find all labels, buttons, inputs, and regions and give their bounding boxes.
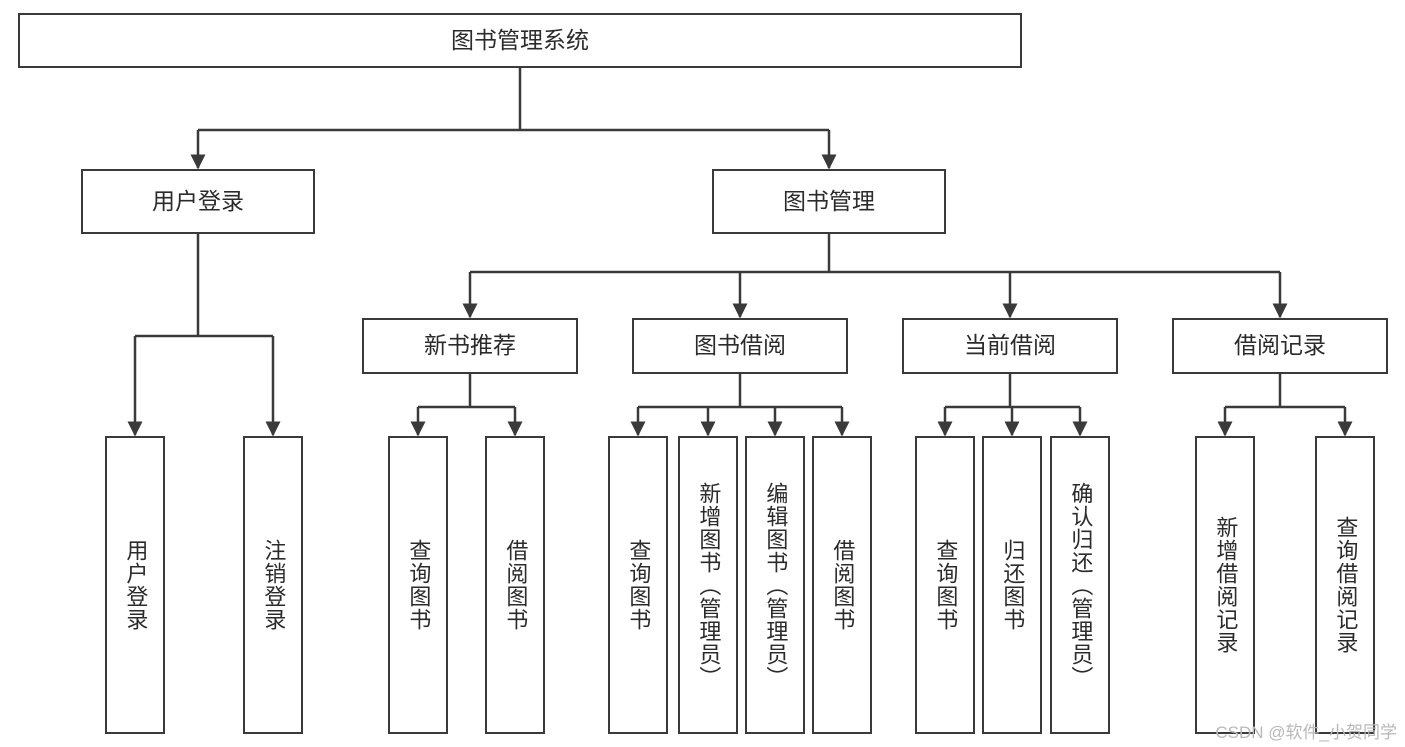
node-level2-1[interactable]: 图书管理	[712, 169, 946, 234]
node-leaf-4[interactable]: 查询图书	[608, 436, 668, 734]
node-leaf-10[interactable]: 确认归还（管理员）	[1050, 436, 1110, 734]
node-leaf-6[interactable]: 编辑图书（管理员）	[745, 436, 805, 734]
node-leaf-3[interactable]: 借阅图书	[485, 436, 545, 734]
node-label: 借阅图书	[830, 539, 856, 631]
node-label: 借阅记录	[1234, 332, 1326, 359]
node-label: 查询图书	[406, 539, 432, 631]
node-level3-0[interactable]: 新书推荐	[362, 318, 578, 374]
node-label: 新增借阅记录	[1213, 516, 1239, 654]
node-label: 编辑图书（管理员）	[763, 481, 789, 689]
node-level3-2[interactable]: 当前借阅	[902, 318, 1118, 374]
node-level2-0[interactable]: 用户登录	[81, 169, 315, 234]
node-label: 借阅图书	[503, 539, 529, 631]
node-level3-3[interactable]: 借阅记录	[1172, 318, 1388, 374]
node-leaf-5[interactable]: 新增图书（管理员）	[678, 436, 738, 734]
node-leaf-7[interactable]: 借阅图书	[812, 436, 872, 734]
node-level3-1[interactable]: 图书借阅	[632, 318, 848, 374]
node-leaf-0[interactable]: 用户登录	[105, 436, 165, 734]
node-label: 图书管理	[783, 187, 875, 214]
node-label: 新增图书（管理员）	[696, 481, 722, 689]
node-label: 新书推荐	[424, 332, 516, 359]
node-label: 查询图书	[933, 539, 959, 631]
node-label: 注销登录	[261, 539, 287, 631]
node-label: 图书借阅	[694, 332, 786, 359]
node-label: 查询借阅记录	[1333, 516, 1359, 654]
node-leaf-11[interactable]: 新增借阅记录	[1195, 436, 1255, 734]
node-root[interactable]: 图书管理系统	[18, 13, 1022, 68]
node-label: 当前借阅	[964, 332, 1056, 359]
node-label: 用户登录	[123, 539, 149, 631]
node-label: 用户登录	[152, 187, 244, 214]
node-leaf-1[interactable]: 注销登录	[243, 436, 303, 734]
node-leaf-8[interactable]: 查询图书	[915, 436, 975, 734]
node-leaf-9[interactable]: 归还图书	[982, 436, 1042, 734]
node-label: 确认归还（管理员）	[1068, 481, 1094, 689]
node-label: 归还图书	[1000, 539, 1026, 631]
node-label: 图书管理系统	[451, 26, 589, 53]
node-leaf-12[interactable]: 查询借阅记录	[1315, 436, 1375, 734]
node-leaf-2[interactable]: 查询图书	[388, 436, 448, 734]
csdn-watermark: CSDN @软件_小贺同学	[1215, 723, 1397, 742]
node-label: 查询图书	[626, 539, 652, 631]
